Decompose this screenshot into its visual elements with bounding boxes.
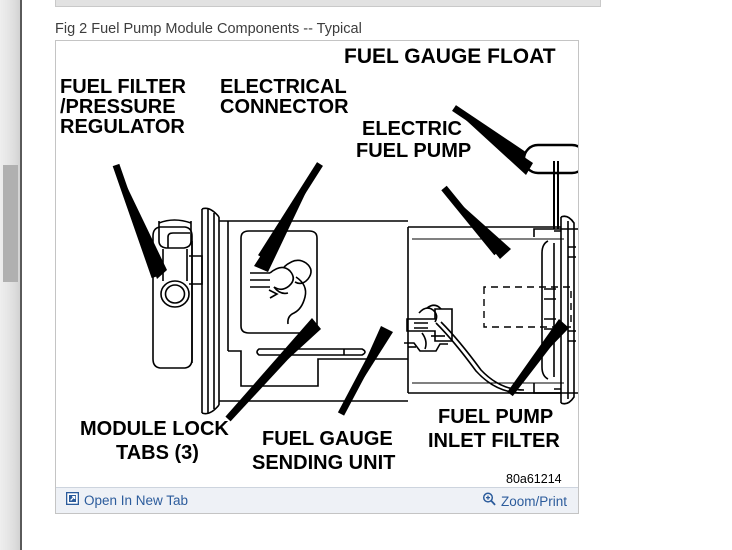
open-in-new-tab-label: Open In New Tab: [84, 493, 189, 508]
zoom-print-button[interactable]: Zoom/Print: [482, 492, 567, 509]
zoom-print-label: Zoom/Print: [500, 493, 567, 509]
page-scrollbar[interactable]: [0, 0, 22, 550]
magnifier-plus-icon: [482, 492, 496, 509]
external-link-icon: [65, 491, 80, 508]
figure-image[interactable]: FUEL FILTER /PRESSURE REGULATOR ELECTRIC…: [56, 41, 578, 487]
label-fuel-gauge-sending-line1: FUEL GAUGE: [262, 428, 393, 450]
label-module-lock-tabs-line2: TABS (3): [116, 442, 199, 464]
label-fuel-filter-line3: REGULATOR: [60, 116, 185, 138]
label-electrical-connector-line1: ELECTRICAL: [220, 76, 347, 98]
figure-toolbar: Open In New Tab Zoom/Print: [56, 487, 578, 513]
label-fuel-gauge-sending-line2: SENDING UNIT: [252, 452, 395, 474]
label-fuel-pump-inlet-line1: FUEL PUMP: [438, 406, 553, 428]
open-in-new-tab-button[interactable]: Open In New Tab: [65, 491, 189, 508]
previous-panel-bottom-edge: [55, 0, 601, 7]
label-electrical-connector-line2: CONNECTOR: [220, 96, 349, 118]
label-fuel-filter-line1: FUEL FILTER: [60, 76, 186, 98]
figure-panel: FUEL FILTER /PRESSURE REGULATOR ELECTRIC…: [55, 40, 579, 514]
scrollbar-thumb[interactable]: [3, 165, 18, 282]
figure-caption: Fig 2 Fuel Pump Module Components -- Typ…: [55, 21, 362, 37]
label-fuel-filter-line2: /PRESSURE: [60, 96, 176, 118]
panel-edge-fill: [56, 0, 600, 6]
label-fuel-pump-inlet-line2: INLET FILTER: [428, 430, 560, 452]
label-electric-fuel-pump-line1: ELECTRIC: [362, 118, 462, 140]
label-module-lock-tabs-line1: MODULE LOCK: [80, 418, 229, 440]
label-electric-fuel-pump-line2: FUEL PUMP: [356, 140, 471, 162]
figure-id-code: 80a61214: [506, 472, 562, 486]
label-fuel-gauge-float: FUEL GAUGE FLOAT: [344, 45, 556, 68]
content-column: Fig 2 Fuel Pump Module Components -- Typ…: [24, 0, 732, 550]
